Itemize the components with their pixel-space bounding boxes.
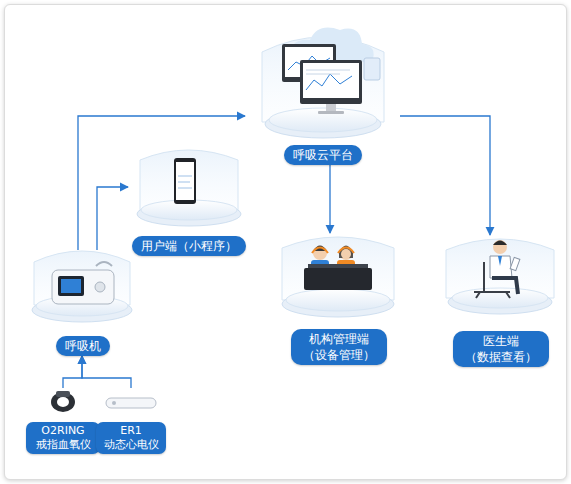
platform-node: 医生端 （数据查看）	[440, 235, 562, 367]
platform-node: O2RING 戒指血氧仪	[26, 388, 100, 454]
node-label: 用户端（小程序）	[132, 236, 246, 256]
platform-node: 机构管理端 （设备管理）	[275, 233, 403, 365]
platform-node: ER1 动态心电仪	[96, 388, 166, 454]
node-label: O2RING 戒指血氧仪	[26, 422, 100, 454]
node-label: 机构管理端 （设备管理）	[291, 329, 387, 365]
node-label: ER1 动态心电仪	[96, 422, 166, 454]
platform-node: 呼吸机	[28, 250, 138, 356]
platform-node: 用户端（小程序）	[128, 150, 250, 256]
node-label: 呼吸云平台	[284, 145, 362, 165]
flow-arrow	[78, 116, 245, 250]
doctor-stage	[446, 239, 554, 314]
operators-stage	[282, 237, 394, 317]
flow-arrow	[82, 356, 131, 388]
platform-node: 呼吸云平台	[245, 18, 400, 165]
device-icons	[51, 391, 156, 412]
node-label: 呼吸机	[56, 336, 110, 356]
node-label: 医生端 （数据查看）	[453, 331, 549, 367]
ventilator-stage	[32, 251, 132, 322]
flow-arrow	[329, 165, 330, 233]
cloud-stage	[262, 28, 384, 138]
phone-stage	[137, 150, 241, 226]
flow-arrow	[97, 187, 128, 250]
flow-arrow	[63, 356, 82, 388]
flow-arrow	[400, 116, 490, 235]
